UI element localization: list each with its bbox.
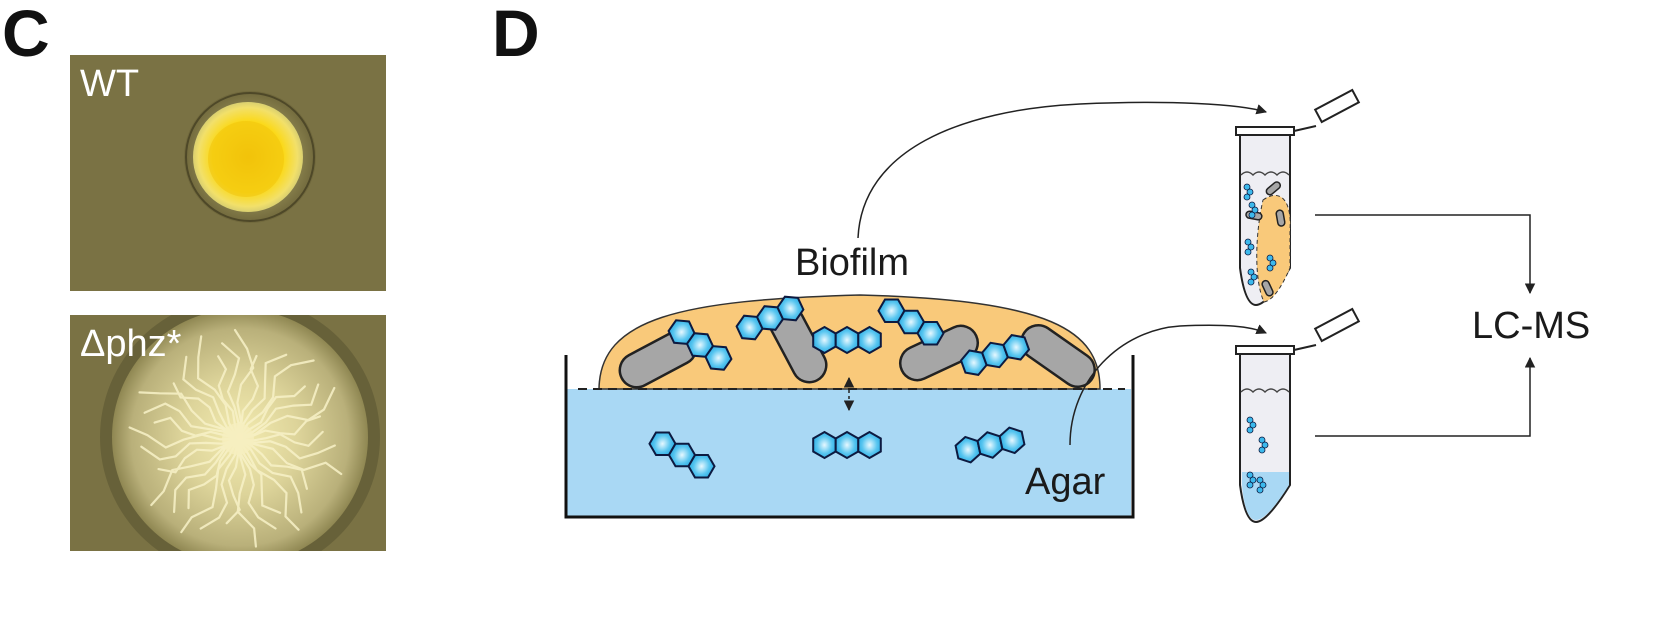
phenazine-dot-icon	[1243, 193, 1251, 201]
phenazine-dot-icon	[1248, 211, 1256, 219]
colony-wrinkle	[236, 437, 257, 548]
colony-wrinkle	[128, 426, 240, 449]
colony-wrinkle	[236, 359, 315, 441]
colony-wrinkle	[221, 342, 241, 441]
colony-wrinkle	[196, 335, 240, 441]
colony-wrinkle	[140, 437, 240, 461]
phenazine-dot-icon	[1269, 259, 1277, 267]
agar-label: Agar	[1025, 461, 1106, 503]
phenazine-dot-icon	[1244, 248, 1252, 256]
phenazine-dot-icon	[1248, 201, 1256, 209]
panel-d-letter: D	[492, 0, 540, 70]
phenazine-dot-icon	[1259, 481, 1267, 489]
colony-wrinkle	[236, 437, 303, 514]
panel-c-letter: C	[2, 0, 50, 70]
phenazine-dot-icon	[1256, 476, 1264, 484]
colony-wrinkle	[236, 437, 343, 476]
phenazine-molecule-icon	[812, 430, 882, 460]
phenazine-dot-icon	[1247, 278, 1255, 286]
phenazine-dot-icon	[1246, 481, 1254, 489]
phenazine-dot-icon	[1247, 243, 1255, 251]
agar-to-tube-arrow	[1069, 324, 1267, 446]
bacterial-cell	[1020, 323, 1096, 389]
biofilm-extract-tube	[1235, 88, 1361, 307]
colony-wrinkle	[236, 353, 288, 441]
phenazine-dot-icon	[1247, 268, 1255, 276]
colony-wrinkle	[180, 437, 240, 534]
wt-label: WT	[80, 63, 140, 105]
tube2-to-lcms-arrow	[1315, 356, 1536, 437]
phenazine-dot-icon	[1258, 436, 1266, 444]
phenazine-dot-icon	[1266, 264, 1274, 272]
colony-wrinkle	[236, 437, 277, 530]
colony-wrinkle	[236, 437, 300, 531]
phenazine-dot-icon	[1261, 441, 1269, 449]
phenazine-molecule-icon	[648, 431, 716, 479]
colony-wrinkle	[236, 437, 336, 460]
phenazine-molecule-icon	[959, 334, 1031, 376]
wt-colony-photo: WT	[70, 55, 386, 291]
phenazine-dot-icon	[1249, 476, 1257, 484]
colony-wrinkle	[173, 437, 240, 514]
phenazine-dot-icon	[1258, 446, 1266, 454]
phenazine-dot-icon	[1256, 486, 1264, 494]
phz-mutant-colony-image	[70, 315, 386, 551]
phenazine-molecule-icon	[667, 319, 733, 371]
phenazine-molecule-icon	[812, 325, 882, 355]
tube1-to-lcms-arrow	[1315, 214, 1536, 295]
phenazine-dot-icon	[1246, 471, 1254, 479]
colony-wrinkle	[236, 383, 320, 441]
phenazine-dot-icon	[1246, 188, 1254, 196]
phenazine-dot-icon	[1246, 416, 1254, 424]
phenazine-dot-icon	[1249, 421, 1257, 429]
petri-dish	[564, 355, 1135, 519]
phenazine-molecule-icon	[877, 298, 945, 346]
phenazine-molecule-icon	[954, 426, 1026, 464]
lc-ms-label: LC-MS	[1472, 305, 1590, 347]
biofilm-to-tube-arrow	[857, 101, 1268, 239]
phz-mutant-colony-photo: Δphz*	[70, 315, 386, 551]
colony-wrinkle	[199, 437, 240, 530]
wt-colony-image	[70, 55, 386, 291]
colony-wrinkle	[138, 391, 240, 441]
phenazine-dot-icon	[1243, 183, 1251, 191]
agar-extract-tube	[1235, 307, 1361, 524]
phenazine-dot-icon	[1246, 426, 1254, 434]
phz-mutant-label: Δphz*	[80, 323, 182, 365]
phenazine-molecule-icon	[735, 295, 805, 341]
biofilm-label: Biofilm	[795, 242, 909, 284]
colony-wrinkle	[143, 402, 240, 441]
colony-wrinkle	[150, 437, 240, 507]
colony-wrinkle	[182, 355, 240, 441]
phenazine-dot-icon	[1251, 206, 1259, 214]
phenazine-dot-icon	[1244, 238, 1252, 246]
phenazine-dot-icon	[1250, 273, 1258, 281]
phenazine-dot-icon	[1266, 254, 1274, 262]
